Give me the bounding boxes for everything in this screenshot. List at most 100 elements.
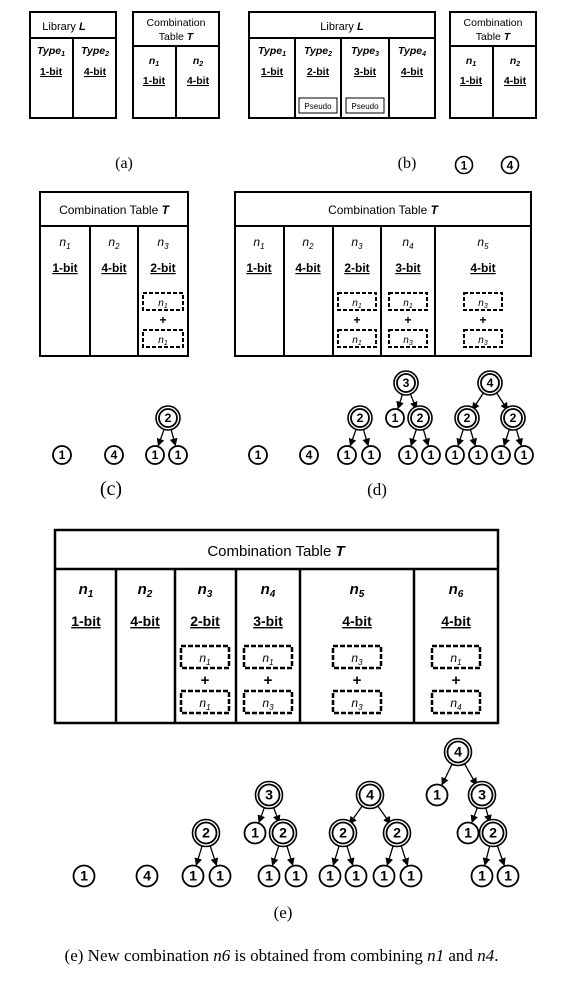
svg-text:1: 1 [452, 448, 459, 462]
svg-text:1: 1 [428, 448, 435, 462]
type1-label-b: Type1 [258, 45, 286, 58]
svg-text:1: 1 [405, 448, 412, 462]
tree-node: 4 [135, 864, 159, 888]
pseudo-tag-type3: Pseudo [351, 102, 379, 111]
tree-node: 1 [425, 783, 449, 807]
svg-text:4: 4 [143, 869, 151, 885]
tree-node: 2 [155, 405, 181, 431]
type1-label-a: Type1 [37, 45, 65, 58]
n5-label-e: n5 [350, 581, 365, 600]
svg-text:4: 4 [454, 745, 462, 761]
tree-node: 1 [284, 864, 308, 888]
n5-plus-d: + [479, 313, 486, 327]
svg-text:2: 2 [464, 411, 471, 425]
n1-bits-e: 1-bit [71, 613, 101, 629]
n1-label-b: n1 [466, 55, 476, 68]
svg-text:1: 1 [407, 869, 415, 885]
tree-edge [396, 394, 404, 410]
library-title-b: Library L [320, 21, 364, 33]
svg-text:1: 1 [368, 448, 375, 462]
svg-text:1: 1 [352, 869, 360, 885]
combination-table-b: Combination Table T n1 1-bit n2 4-bit [449, 11, 537, 119]
tree-edge [502, 429, 510, 447]
n2-label-a: n2 [193, 55, 203, 68]
tree-node: 2 [500, 405, 526, 431]
n3-operand-2-e: n1 [199, 696, 210, 712]
n1-bits-d: 1-bit [246, 261, 271, 275]
n4-operand-1-e: n1 [262, 651, 273, 667]
n2-bits-a: 4-bit [187, 75, 210, 87]
n4-plus-d: + [404, 313, 411, 327]
tree-edge [331, 845, 340, 866]
tree-node: 3 [393, 370, 419, 396]
type2-label-b: Type2 [304, 45, 332, 58]
tree-node-b-1: 1 [454, 155, 474, 175]
n3-plus-d: + [353, 313, 360, 327]
tree-node: 2 [382, 818, 412, 848]
tree-node: 3 [467, 780, 497, 810]
n1-bits-a: 1-bit [143, 75, 166, 87]
panel-label-d: (d) [367, 480, 387, 499]
tree-node: 1 [399, 864, 423, 888]
svg-text:1: 1 [380, 869, 388, 885]
n4-operand-2-e: n3 [262, 696, 274, 712]
tree-edge [156, 429, 165, 447]
tree-edge [515, 429, 523, 447]
tree-node: 1 [257, 864, 281, 888]
tree-edge [400, 845, 410, 866]
n3-plus-c: + [159, 313, 166, 327]
n2-bits-c: 4-bit [101, 261, 126, 275]
tree-edge [496, 845, 506, 867]
svg-text:1: 1 [344, 448, 351, 462]
tree-node: 1 [456, 821, 480, 845]
svg-text:4: 4 [111, 448, 118, 462]
tree-node: 1 [372, 864, 396, 888]
combination-table-c: Combination Table T n1 1-bit n2 4-bit n3… [39, 191, 189, 357]
tree-node: 1 [168, 445, 188, 465]
svg-text:2: 2 [357, 411, 364, 425]
figure-caption: (e) New combination n6 is obtained from … [64, 946, 499, 965]
tree-node: 4 [299, 445, 319, 465]
n1-label-a: n1 [149, 55, 159, 68]
tree-node: 1 [514, 445, 534, 465]
tree-node: 4 [477, 370, 503, 396]
tree-node: 1 [385, 408, 405, 428]
tree-edge [482, 845, 491, 866]
tree-edge [209, 845, 219, 866]
n3-operand-1-d: n1 [352, 298, 362, 310]
svg-text:1: 1 [464, 826, 472, 842]
n2-label-b: n2 [510, 55, 520, 68]
n2-bits-e: 4-bit [130, 613, 160, 629]
n5-operand-2-d: n3 [478, 335, 488, 347]
svg-text:2: 2 [393, 826, 401, 842]
tree-node: 4 [104, 445, 124, 465]
tree-node: 2 [478, 818, 508, 848]
n4-operand-1-d: n1 [403, 298, 413, 310]
n6-operand-2-e: n4 [450, 696, 462, 712]
n2-label-c: n2 [108, 235, 120, 251]
n3-label-d: n3 [351, 235, 363, 251]
panel-a: Library L Type1 1-bit Type2 4-bit Combin… [29, 11, 220, 172]
n3-plus-e: + [201, 672, 210, 689]
type3-bits-b: 3-bit [354, 66, 377, 78]
svg-text:4: 4 [306, 448, 313, 462]
table-title-d: Combination Table T [328, 203, 440, 217]
svg-text:4: 4 [366, 788, 374, 804]
tree-node-b-4: 4 [500, 155, 520, 175]
n2-bits-b: 4-bit [504, 75, 527, 87]
tree-edge [409, 429, 417, 447]
tree-node: 1 [361, 445, 381, 465]
type2-label-a: Type2 [81, 45, 109, 58]
svg-text:2: 2 [510, 411, 517, 425]
tree-node: 2 [454, 405, 480, 431]
n5-operand-1-e: n3 [351, 651, 363, 667]
tree-edge [348, 429, 357, 447]
table-title-a-line2: Table T [159, 31, 195, 43]
tree-node: 2 [407, 405, 433, 431]
tree-edge [270, 845, 280, 866]
tree-node: 1 [318, 864, 342, 888]
svg-text:1: 1 [292, 869, 300, 885]
